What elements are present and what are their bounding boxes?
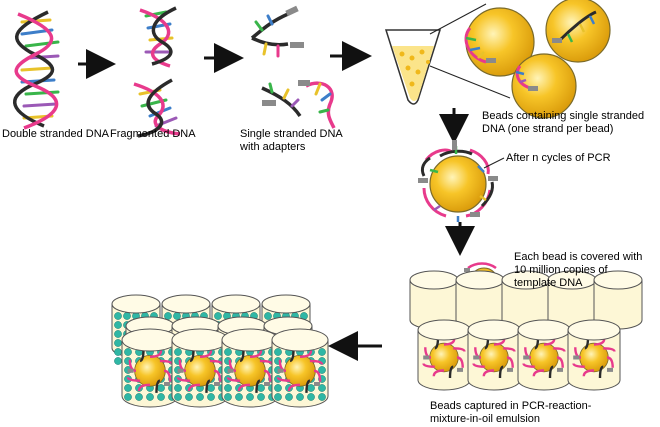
fragmented-dna-icon [133, 6, 181, 138]
label-each-bead-2: 10 million copies of [514, 264, 608, 276]
cylinder-well-icon [501, 270, 551, 330]
cylinder-well-icon [271, 328, 329, 408]
label-each-bead-1: Each bead is covered with [514, 251, 643, 263]
cylinder-well-icon [171, 328, 229, 408]
double-stranded-dna-icon [13, 10, 60, 130]
bead-icon [545, 0, 611, 63]
pcr-bead-icon [418, 140, 498, 222]
label-captured-1: Beads captured in PCR-reaction- [430, 400, 592, 412]
cylinder-well-icon [455, 270, 505, 330]
label-beads-1: Beads containing single stranded [482, 110, 645, 122]
well-array [111, 294, 329, 408]
label-single-stranded-2: with adapters [240, 141, 306, 153]
label-fragmented: Fragmented DNA [110, 128, 196, 140]
tube-icon [384, 29, 442, 105]
single-stranded-dna-icon [250, 5, 336, 129]
cylinder-well-icon [593, 270, 643, 330]
label-captured-2: mixture-in-oil emulsion [430, 413, 541, 425]
cylinder-well-icon [517, 319, 571, 391]
label-double-stranded: Double stranded DNA [2, 128, 110, 140]
bead-icon [464, 7, 535, 77]
label-beads-2: DNA (one strand per bead) [482, 123, 614, 135]
label-single-stranded-1: Single stranded DNA [240, 128, 343, 140]
cylinder-well-icon [221, 328, 279, 408]
cylinder-well-icon [567, 319, 621, 391]
bead-icon [511, 53, 577, 119]
cylinder-well-icon [417, 319, 471, 391]
label-pcr-cycles: After n cycles of PCR [506, 152, 611, 164]
emulsion-cylinder-array [409, 270, 643, 391]
label-each-bead-3: template DNA [514, 277, 583, 289]
cylinder-well-icon [467, 319, 521, 391]
cylinder-well-icon [121, 328, 179, 408]
